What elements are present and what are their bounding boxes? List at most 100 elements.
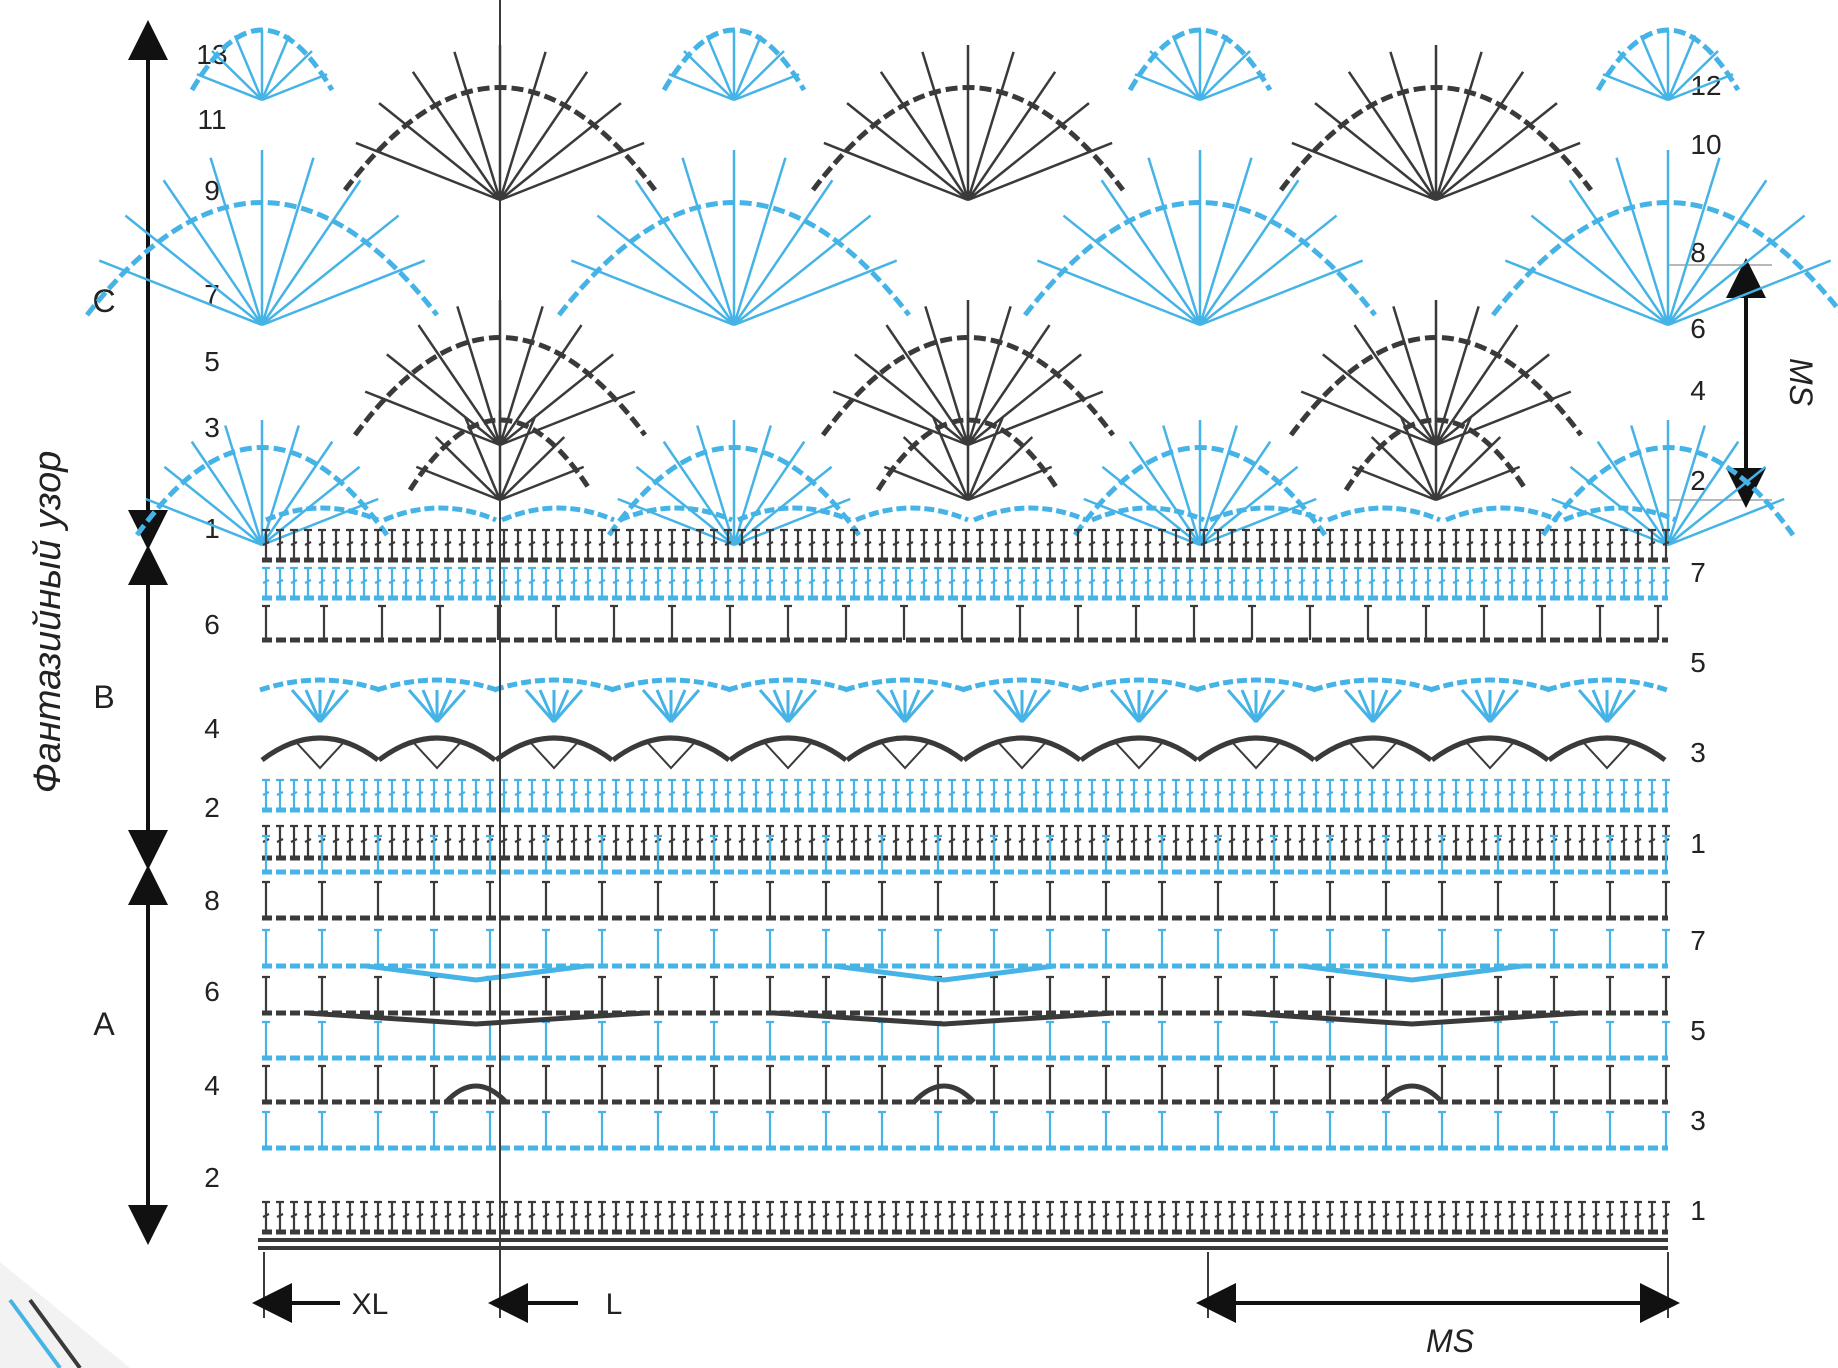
fan-stitch [1228, 690, 1284, 722]
stitch-row [262, 826, 1670, 858]
v-stitch [1466, 742, 1514, 768]
fan-stitch [1292, 45, 1580, 200]
chain-arc [856, 508, 968, 520]
chain-arc [611, 680, 731, 690]
section-label-a: A [93, 1006, 115, 1042]
row-number: 3 [204, 412, 220, 443]
fan-stitch [1301, 300, 1571, 445]
right-row-numbers: 12 10 8 6 4 2 7 5 3 1 7 5 3 1 [1690, 70, 1721, 1226]
fan-stitch [760, 690, 816, 722]
scallop-stitch [1432, 738, 1548, 760]
v-stitch [1115, 742, 1163, 768]
row-number: 5 [1690, 647, 1706, 678]
chain-arc [1493, 203, 1838, 316]
row-number: 4 [1690, 375, 1706, 406]
scallop-stitch [847, 738, 963, 760]
fan-stitch [994, 690, 1050, 722]
fan-stitch [526, 690, 582, 722]
row-number: 11 [197, 104, 226, 135]
chain-arc [1313, 680, 1433, 690]
v-stitch [764, 742, 812, 768]
chain-arc [1079, 680, 1199, 690]
row-number: 1 [1690, 828, 1706, 859]
v-stitch [530, 742, 578, 768]
scallop-stitch [613, 738, 729, 760]
chain-arc [1430, 680, 1550, 690]
v-stitch [881, 742, 929, 768]
section-b-pattern [260, 530, 1670, 858]
row-number: 8 [204, 885, 220, 916]
v-stitch [296, 742, 344, 768]
fan-stitch [1135, 30, 1265, 100]
row-number: 5 [204, 346, 220, 377]
v-stitch [1232, 742, 1280, 768]
fan-stitch [669, 30, 799, 100]
chain-arc [266, 508, 378, 520]
stitch-row [262, 930, 1670, 966]
row-number: 7 [1690, 557, 1706, 588]
chain-arc [728, 680, 848, 690]
row-number: 10 [1690, 129, 1721, 160]
row-number: 7 [1690, 925, 1706, 956]
fan-stitch [824, 45, 1112, 200]
chain-arc [1328, 508, 1440, 520]
v-stitch [1349, 742, 1397, 768]
fan-stitch [409, 690, 465, 722]
chain-arc [1446, 508, 1558, 520]
fan-stitch [1037, 150, 1362, 325]
chain-arc [962, 680, 1082, 690]
scallop-stitch [1198, 738, 1314, 760]
fan-stitch [571, 150, 896, 325]
scallop-stitch [1081, 738, 1197, 760]
fan-stitch [1111, 690, 1167, 722]
chain-arc [1196, 680, 1316, 690]
chain-arc [260, 680, 380, 690]
chain-arc [502, 508, 614, 520]
fan-stitch [1345, 690, 1401, 722]
fan-stitch [833, 300, 1103, 445]
fan-stitch [1579, 690, 1635, 722]
chart-body [87, 30, 1838, 1232]
row-number: 5 [1690, 1015, 1706, 1046]
chain-arc [845, 680, 965, 690]
chain-arc [1547, 680, 1667, 690]
row-number: 2 [204, 1162, 220, 1193]
section-a-pattern [262, 836, 1670, 1232]
row-number: 4 [204, 1070, 220, 1101]
v-stitch [413, 742, 461, 768]
row-number: 1 [1690, 1195, 1706, 1226]
chain-arc [738, 508, 850, 520]
scallop-stitch [379, 738, 495, 760]
stitch-row [262, 1202, 1670, 1232]
fan-stitch [643, 690, 699, 722]
corner-fragment [0, 1262, 130, 1368]
v-stitch [998, 742, 1046, 768]
fan-stitch [1462, 690, 1518, 722]
fan-stitch [292, 690, 348, 722]
scallop-stitch [964, 738, 1080, 760]
v-stitch [647, 742, 695, 768]
scallop-stitch [496, 738, 612, 760]
fan-stitch [877, 690, 933, 722]
scallop-stitch [730, 738, 846, 760]
row-number: 13 [196, 39, 227, 70]
v-stitch [1583, 742, 1631, 768]
row-number: 6 [204, 609, 220, 640]
chart-title: Фантазийный узор [27, 451, 69, 794]
scallop-stitch [262, 738, 378, 760]
row-number: 2 [204, 792, 220, 823]
section-label-b: B [93, 679, 114, 715]
stitch-row [262, 606, 1662, 640]
chain-arc [377, 680, 497, 690]
stitch-row [262, 977, 1670, 1013]
repeat-label-side: MS [1783, 358, 1819, 406]
row-number: 3 [1690, 1105, 1706, 1136]
chain-arc [494, 680, 614, 690]
stitch-row [262, 1022, 1670, 1058]
chain-arc [974, 508, 1086, 520]
stitch-row [262, 530, 1670, 560]
fan-stitch [1505, 150, 1830, 325]
stitch-row [262, 568, 1670, 598]
size-label-xl: XL [352, 1288, 389, 1321]
